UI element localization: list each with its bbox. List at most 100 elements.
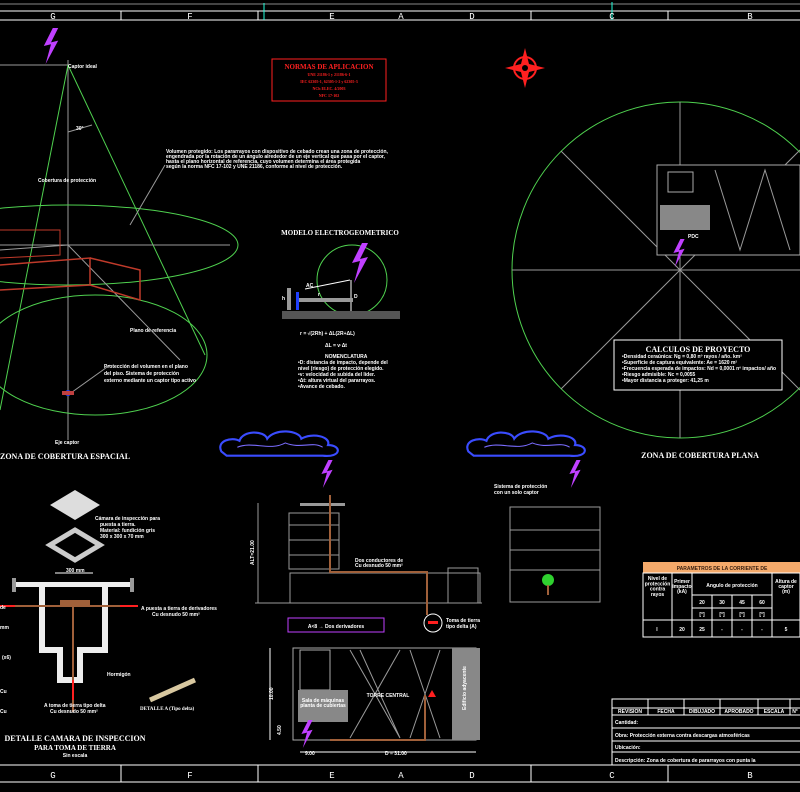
chamber-label: Cámara de inspección para	[95, 516, 160, 522]
tb-work: Obra: Protección externa contra descarga…	[615, 733, 750, 739]
lightning-bolt-icon	[43, 28, 59, 64]
lightning-bolt-icon	[352, 243, 368, 283]
spatial-title: ZONA DE COBERTURA ESPACIAL	[0, 452, 130, 461]
params-subheader: 45	[739, 600, 745, 606]
tb-client: Cantidad:	[615, 720, 638, 726]
scale-label: Sin escala	[63, 753, 88, 759]
calc-line: •Superficie de captura equivalente: Ae =…	[622, 360, 737, 366]
fragment-label: Cu	[0, 709, 7, 715]
params-cell: 5	[785, 627, 788, 633]
norms-title: NORMAS DE APLICACION	[284, 63, 373, 71]
calc-title: CALCULOS DE PROYECTO	[646, 345, 751, 354]
ground-arrow-label: A toma de tierra tipo delta	[44, 703, 106, 709]
plane-coverage-view: PDC CALCULOS DE PROYECTO •Densidad ceraú…	[511, 101, 800, 460]
description-line: hasta el plano horizontal de referencia,…	[166, 159, 360, 165]
ground-label: Toma de tierra	[446, 618, 480, 624]
tb-column: DIBUJADO	[689, 709, 715, 715]
electrogeometric-model: MODELO ELECTROGEOMETRICO AC h r D r = √(…	[281, 229, 400, 390]
lightning-bolt-icon	[321, 460, 333, 488]
tb-location: Ubicación:	[615, 745, 641, 751]
frame-letter-d-bottom: D	[469, 771, 474, 781]
floor-plan: TORRE CENTRAL Sala de máquinas planta de…	[269, 647, 480, 757]
detail-title: DETALLE CAMARA DE INSPECCION	[5, 734, 146, 743]
calc-line: •Densidad ceraúnica: Ng = 0,80 nº rayos …	[622, 354, 742, 360]
arrow-label: A puesta a tierra de derivadores	[141, 606, 217, 612]
frame-letter-a: A	[398, 12, 404, 22]
egm-ac-label: AC	[306, 283, 314, 289]
params-subheader: 60	[759, 600, 765, 606]
frame-letter-c-bottom: C	[609, 771, 615, 781]
ground-arrow-label: Cu desnudo 50 mm²	[50, 709, 98, 715]
arrow-label: Cu desnudo 50 mm²	[152, 612, 200, 618]
calc-line: •Riesgo admisible: Nc = 0,0055	[622, 372, 696, 378]
fragment-label: de	[0, 605, 6, 611]
volume-note-line: del piso. Sistema de protección	[104, 371, 179, 377]
lightning-bolt-icon	[569, 460, 581, 488]
concrete-label: Hormigón	[107, 672, 131, 678]
captor-label: Captor ideal	[68, 64, 98, 70]
params-cell: -	[761, 627, 763, 633]
lightning-bolt-icon	[301, 720, 313, 748]
reference-plane-label: Plano de referencia	[130, 328, 176, 334]
frame-letter-d: D	[469, 12, 474, 22]
calc-line: •Mayor distancia a proteger: 41,25 m	[622, 378, 709, 384]
dimension-d: D = 31.00	[385, 751, 407, 757]
params-header: Angulo de protección	[706, 583, 757, 589]
frame-letter-e: E	[329, 12, 334, 22]
params-cell: -	[741, 627, 743, 633]
egm-legend-title: NOMENCLATURA	[325, 354, 368, 360]
chamber-label: puesta a tierra.	[100, 522, 136, 528]
title-block: REVISION FECHA DIBUJADO APROBADO ESCALA …	[611, 698, 800, 766]
egm-d-label: D	[354, 294, 358, 300]
detail-a-label: DETALLE A (Tipo delta)	[140, 707, 194, 712]
egm-title: MODELO ELECTROGEOMETRICO	[281, 229, 399, 237]
params-cell: 25	[699, 627, 705, 633]
fragment-label: (x6)	[2, 655, 11, 661]
frame-letter-b: B	[747, 12, 753, 22]
conductors-label: Cu desnudo 50 mm²	[355, 563, 403, 569]
tb-column: REVISION	[618, 709, 642, 715]
params-cell: I	[656, 627, 658, 633]
storm-cloud-icon	[219, 430, 339, 458]
egm-legend-line: •v: velocidad de subida del líder.	[298, 372, 376, 378]
description-line: Volumen protegido: Los pararrayos con di…	[166, 149, 389, 155]
description-line: engendrada por la rotación de un ángulo …	[166, 154, 386, 160]
egm-legend-line: •D: distancia de impacto, depende del	[298, 360, 388, 366]
angle-label: 30°	[76, 126, 84, 132]
tb-column: N°	[792, 709, 798, 715]
dimension-left: 9.00	[305, 751, 315, 757]
spatial-coverage-view: Captor ideal 30° Cobertura de protección…	[0, 28, 389, 461]
system-label: con un solo captor	[494, 490, 539, 496]
egm-h-label: h	[282, 296, 285, 302]
axis-label: Eje captor	[55, 440, 79, 446]
params-title: PARAMETROS DE LA CORRIENTE DE	[677, 566, 768, 572]
params-subheader: 20	[699, 600, 705, 606]
conductors-label: Dos conductores de	[355, 558, 403, 564]
egm-legend-line: nivel (riesgo) de protección elegido.	[298, 366, 384, 372]
building-elevation: ALT=21.00 Dos conductores de Cu desnudo …	[219, 430, 601, 633]
height-dimension: ALT=21.00	[250, 540, 256, 565]
dimension-small: 4.50	[277, 725, 283, 735]
chamber-label: 300 x 300 x 70 mm	[100, 534, 144, 540]
chamber-label: Material: fundición gris	[100, 528, 155, 534]
frame-letter-e-bottom: E	[329, 771, 334, 781]
dimension-label: 300 mm	[66, 568, 85, 574]
inspection-chamber-detail: Cámara de inspección para puesta a tierr…	[0, 490, 217, 759]
egm-formula: r = √(2Rh) + ΔL(2R+ΔL)	[300, 331, 355, 337]
plane-title: ZONA DE COBERTURA PLANA	[641, 451, 759, 460]
system-label: Sistema de protección	[494, 484, 547, 490]
egm-legend-line: •Avance de cebado.	[298, 384, 345, 390]
tower-label: TORRE CENTRAL	[367, 693, 410, 699]
params-cell: 20	[679, 627, 685, 633]
tb-column: FECHA	[657, 709, 675, 715]
description-line: según la norma NFC 17-102 y UNE 21186, c…	[166, 164, 343, 170]
tb-column: APROBADO	[724, 709, 753, 715]
egm-formula: ΔL = v·Δt	[325, 343, 347, 349]
frame-letter-b-bottom: B	[747, 771, 753, 781]
ground-label: tipo delta (A)	[446, 624, 477, 630]
